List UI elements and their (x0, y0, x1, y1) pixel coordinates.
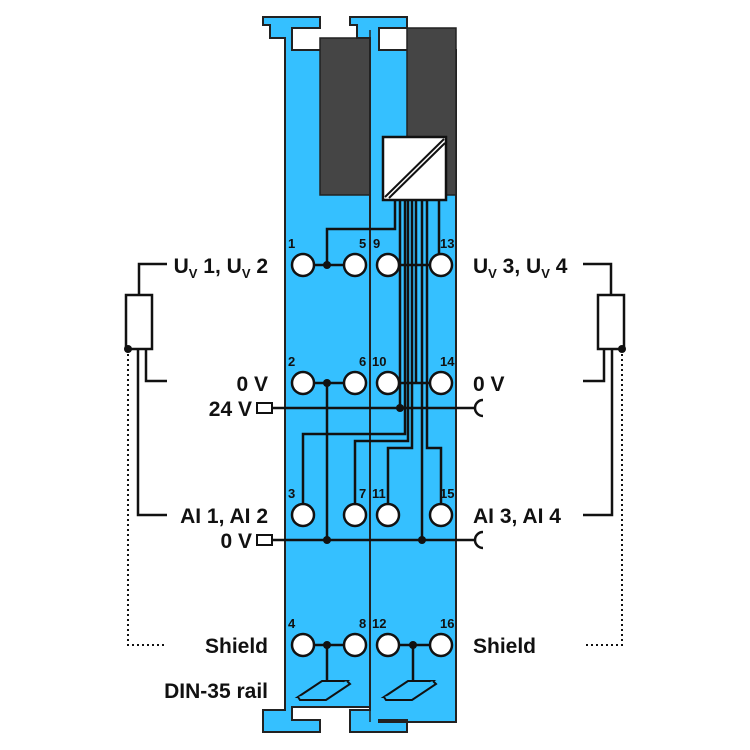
terminal-14[interactable] (428, 370, 454, 396)
left-labels: UV 1, UV 2 0 V 24 V AI 1, AI 2 0 V Shiel… (164, 255, 273, 703)
label-uv1-uv2: UV 1, UV 2 (174, 255, 268, 281)
resistor-icon (596, 293, 626, 351)
left-sensor (124, 262, 167, 646)
terminal-10[interactable] (375, 370, 401, 396)
terminal-number: 15 (440, 486, 454, 501)
terminal-number: 2 (288, 354, 295, 369)
label-shield: Shield (205, 635, 268, 658)
connector-24v-icon (256, 402, 273, 414)
terminal-number: 8 (359, 616, 366, 631)
label-uv3-uv4: UV 3, UV 4 (473, 255, 568, 281)
terminal-number: 14 (440, 354, 455, 369)
label-ai3-ai4: AI 3, AI 4 (473, 505, 561, 528)
internal-wiring (272, 200, 484, 685)
terminal-number: 3 (288, 486, 295, 501)
terminal-numbers: 1 5 9 13 2 6 10 14 3 7 11 15 4 8 12 16 (288, 236, 455, 631)
terminal-number: 9 (373, 236, 380, 251)
right-sensor (583, 262, 626, 646)
signal-converter-icon (381, 135, 448, 202)
terminal-number: 13 (440, 236, 454, 251)
label-ai1-ai2: AI 1, AI 2 (180, 505, 268, 528)
label-din-rail: DIN-35 rail (164, 680, 268, 703)
terminal-13[interactable] (428, 252, 454, 278)
label-0v: 0 V (236, 373, 268, 396)
terminal-number: 1 (288, 236, 295, 251)
label-shield: Shield (473, 635, 536, 658)
module-left-cover (319, 37, 371, 196)
terminals (290, 252, 454, 658)
terminal-4[interactable] (290, 632, 316, 658)
label-24v: 24 V (209, 398, 252, 421)
terminal-number: 7 (359, 486, 366, 501)
terminal-number: 6 (359, 354, 366, 369)
terminal-11[interactable] (375, 502, 401, 528)
terminal-6[interactable] (342, 370, 368, 396)
terminal-2[interactable] (290, 370, 316, 396)
terminal-number: 4 (288, 616, 296, 631)
terminal-7[interactable] (342, 502, 368, 528)
connector-0v-icon (256, 534, 273, 546)
terminal-5[interactable] (342, 252, 368, 278)
din-rail-icon (294, 680, 438, 701)
junction-dots (323, 261, 426, 649)
terminal-number: 16 (440, 616, 454, 631)
terminal-3[interactable] (290, 502, 316, 528)
terminal-1[interactable] (290, 252, 316, 278)
label-0v-bus: 0 V (220, 530, 252, 553)
right-labels: UV 3, UV 4 0 V AI 3, AI 4 Shield (473, 255, 568, 658)
terminal-number: 11 (372, 486, 386, 501)
terminal-8[interactable] (342, 632, 368, 658)
terminal-9[interactable] (375, 252, 401, 278)
terminal-16[interactable] (428, 632, 454, 658)
label-0v: 0 V (473, 373, 505, 396)
module-left (262, 16, 371, 733)
terminal-12[interactable] (375, 632, 401, 658)
terminal-number: 10 (372, 354, 386, 369)
terminal-15[interactable] (428, 502, 454, 528)
terminal-number: 12 (372, 616, 386, 631)
resistor-icon (124, 293, 154, 351)
terminal-number: 5 (359, 236, 366, 251)
